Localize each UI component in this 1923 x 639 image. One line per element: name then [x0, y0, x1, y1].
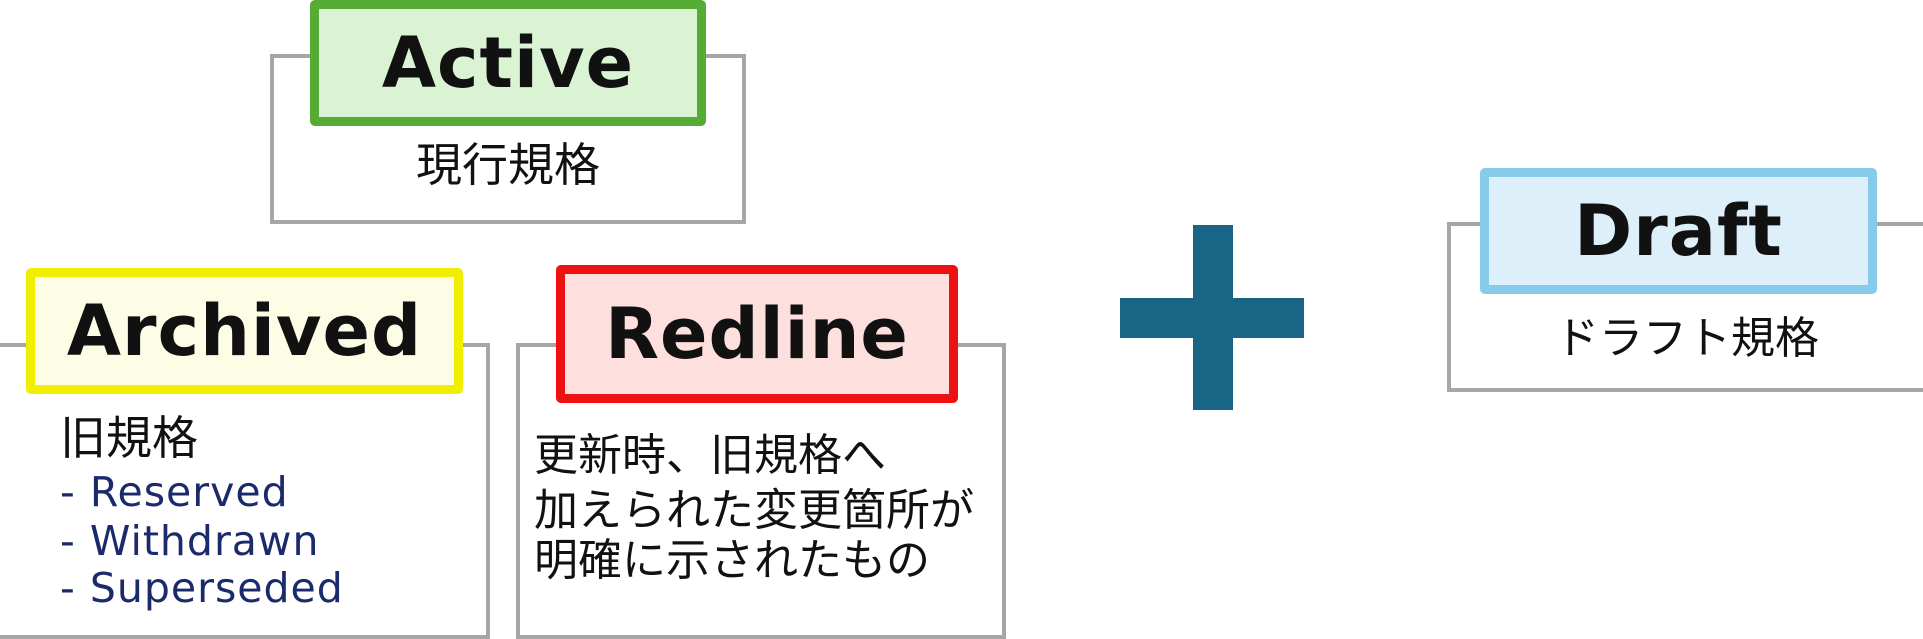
redline-label: Redline — [556, 265, 958, 403]
redline-description-line: 加えられた変更箇所が — [534, 485, 974, 536]
plus-icon-vertical-bar — [1193, 225, 1233, 410]
draft-description: ドラフト規格 — [1555, 313, 1819, 364]
redline-description-line: 明確に示されたもの — [534, 535, 930, 586]
archived-description: 旧規格 — [60, 411, 198, 465]
draft-label: Draft — [1480, 168, 1877, 294]
active-label: Active — [310, 0, 706, 126]
archived-label: Archived — [26, 268, 463, 394]
active-description: 現行規格 — [416, 138, 600, 192]
archived-item: - Withdrawn — [60, 517, 320, 565]
redline-description-line: 更新時、旧規格へ — [534, 430, 886, 481]
archived-item: - Superseded — [60, 564, 344, 612]
archived-item: - Reserved — [60, 468, 289, 516]
